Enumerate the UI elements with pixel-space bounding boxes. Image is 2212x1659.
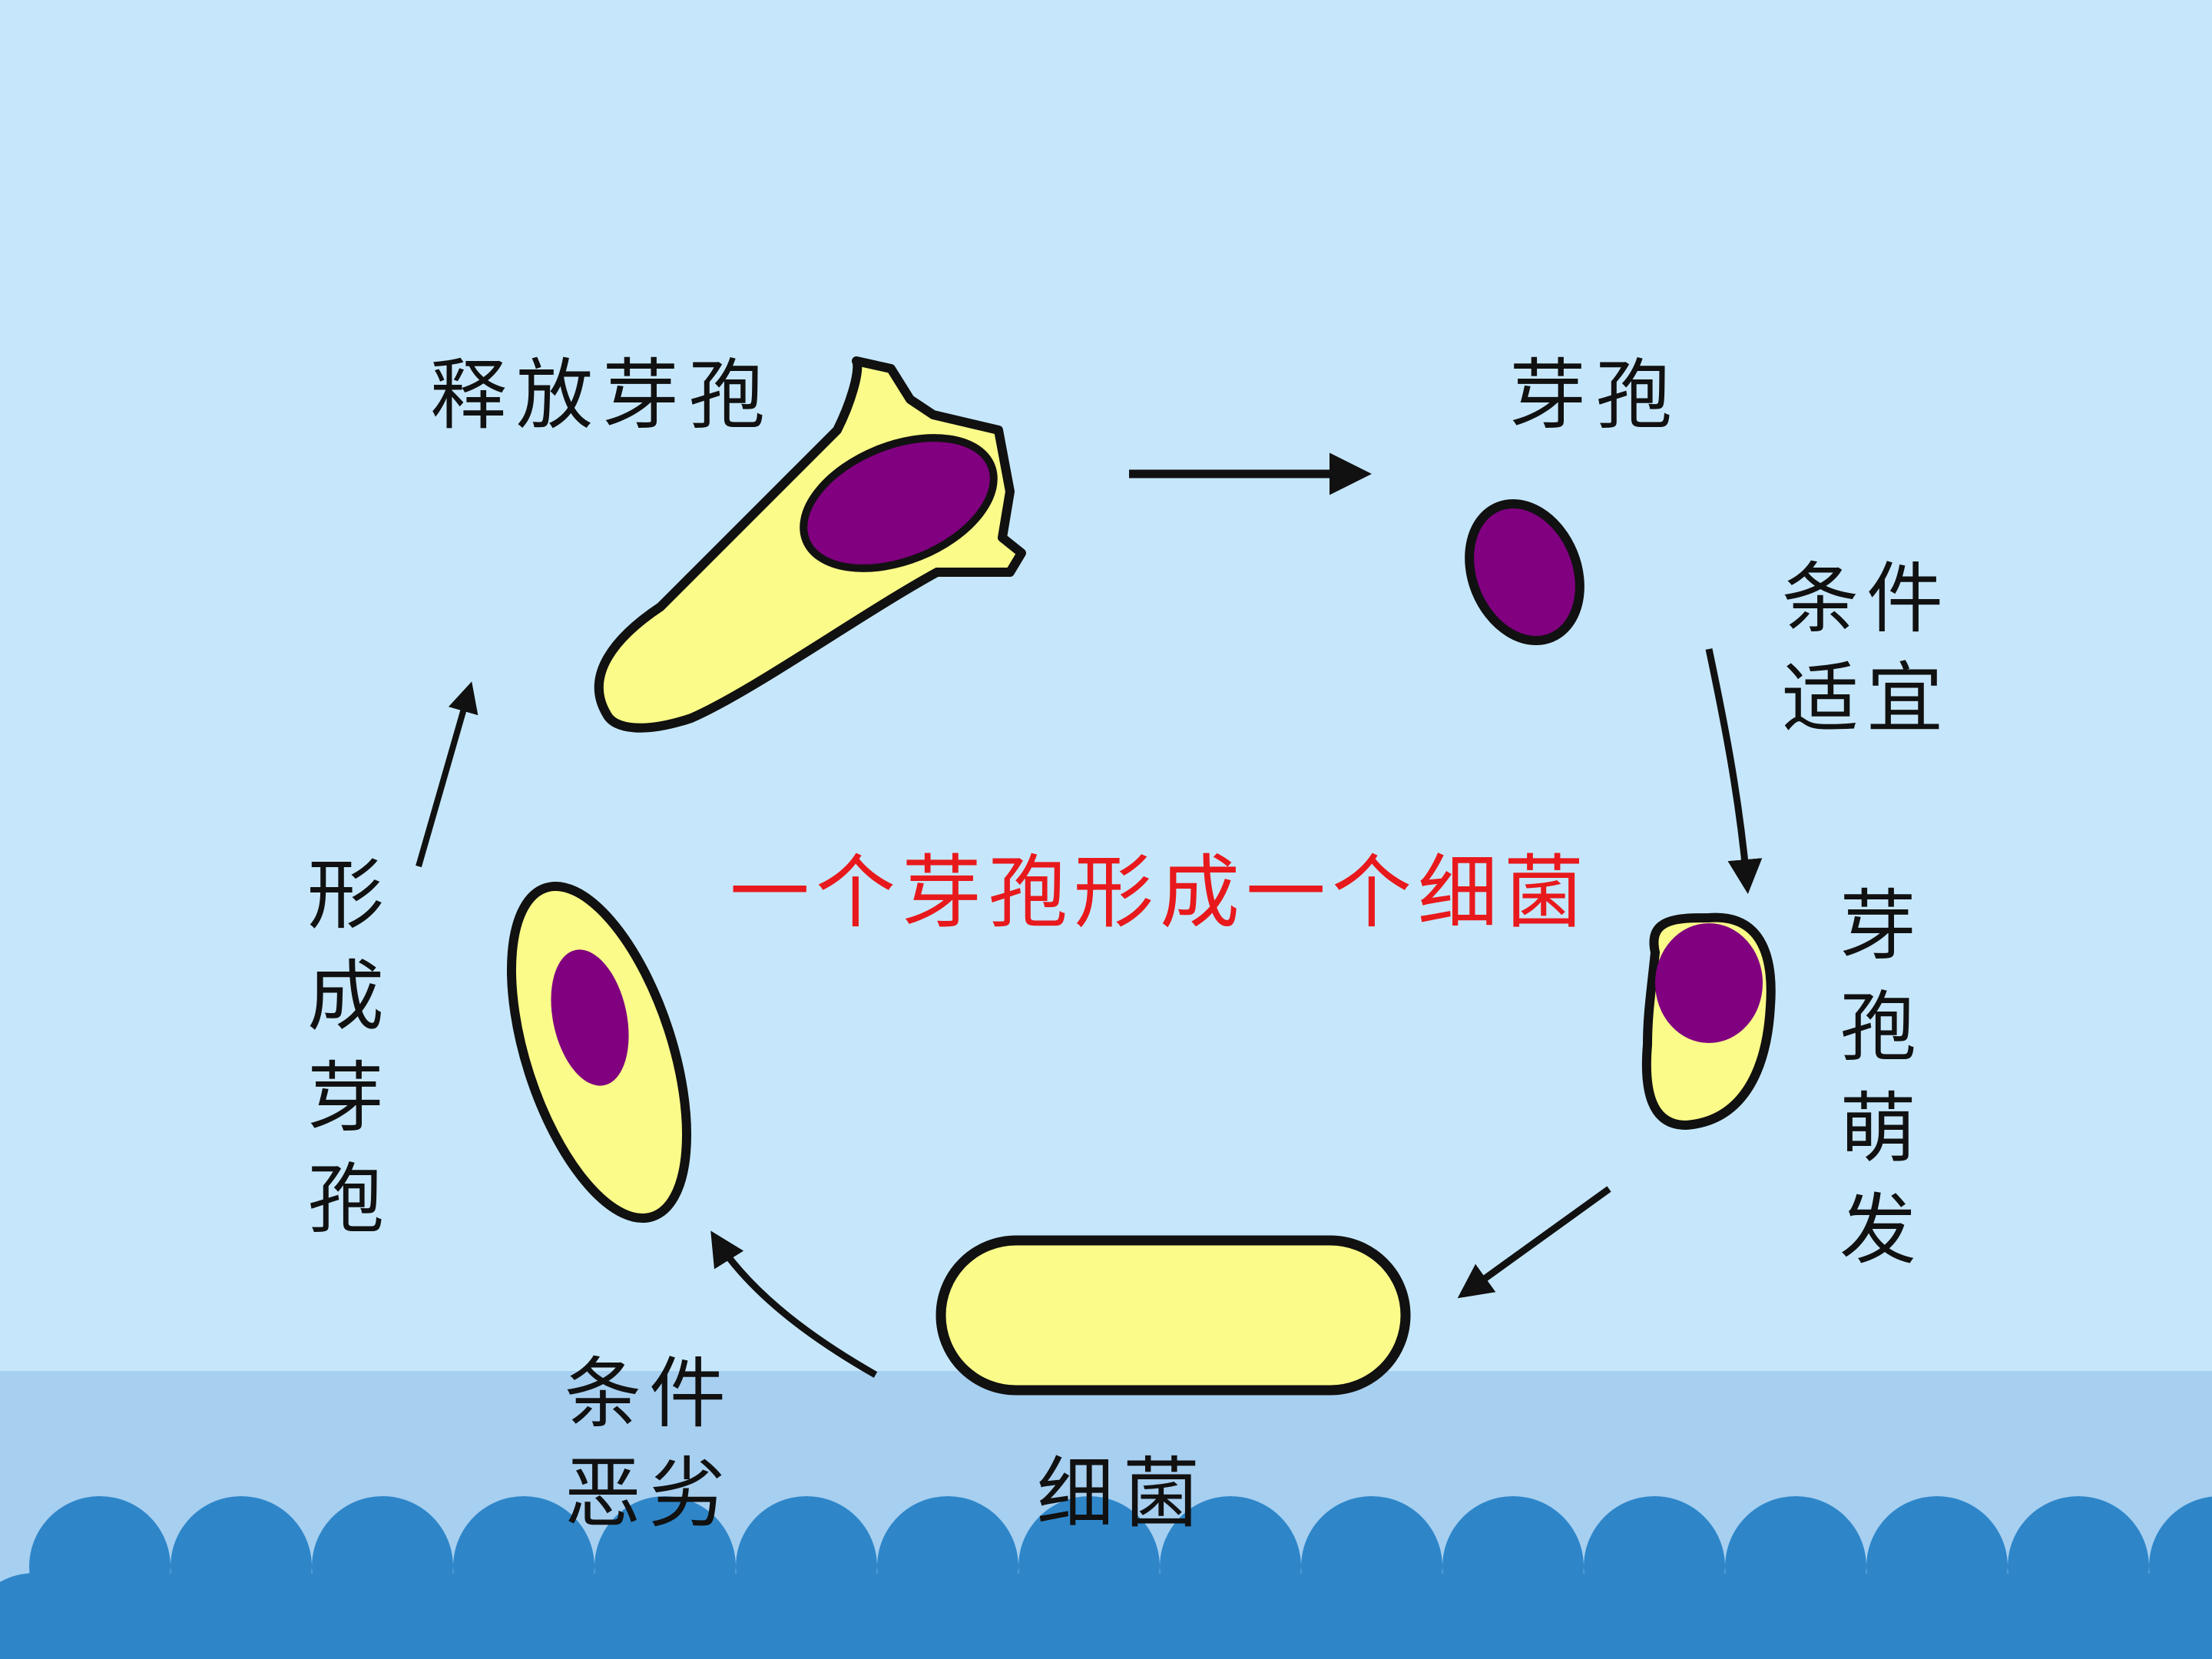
label-spore: 芽孢 bbox=[1509, 350, 1681, 440]
label-bacterium: 细菌 bbox=[1037, 1449, 1209, 1538]
rod-bacterium bbox=[935, 1235, 1411, 1396]
arrow-germination-to-bacterium bbox=[1457, 1186, 1611, 1299]
bacterium-forming-spore bbox=[506, 882, 692, 1223]
arrow-bacterium-to-forming bbox=[710, 1230, 878, 1378]
arrow-forming-to-release bbox=[416, 681, 478, 868]
label-release-spore: 释放芽孢 bbox=[430, 350, 774, 440]
label-form-spore: 形成芽孢 bbox=[307, 850, 384, 1244]
label-conditions-suitable: 条件适宜 bbox=[1782, 554, 1951, 743]
wave-pattern bbox=[0, 1496, 2212, 1659]
sky-background bbox=[0, 0, 2212, 1371]
released-spore bbox=[800, 434, 998, 572]
label-spore-germination: 芽孢萌发 bbox=[1839, 881, 1916, 1275]
center-title: 一个芽孢形成一个细菌 bbox=[730, 846, 1591, 939]
bacterium-releasing-spore bbox=[594, 356, 1026, 733]
germinating-spore bbox=[1641, 912, 1776, 1131]
forming-spore bbox=[551, 949, 629, 1086]
label-conditions-harsh: 条件恶劣 bbox=[565, 1349, 733, 1538]
arrow-spore-to-germination bbox=[1705, 648, 1763, 894]
free-spore bbox=[1465, 498, 1584, 646]
wave-base bbox=[0, 1628, 2212, 1659]
